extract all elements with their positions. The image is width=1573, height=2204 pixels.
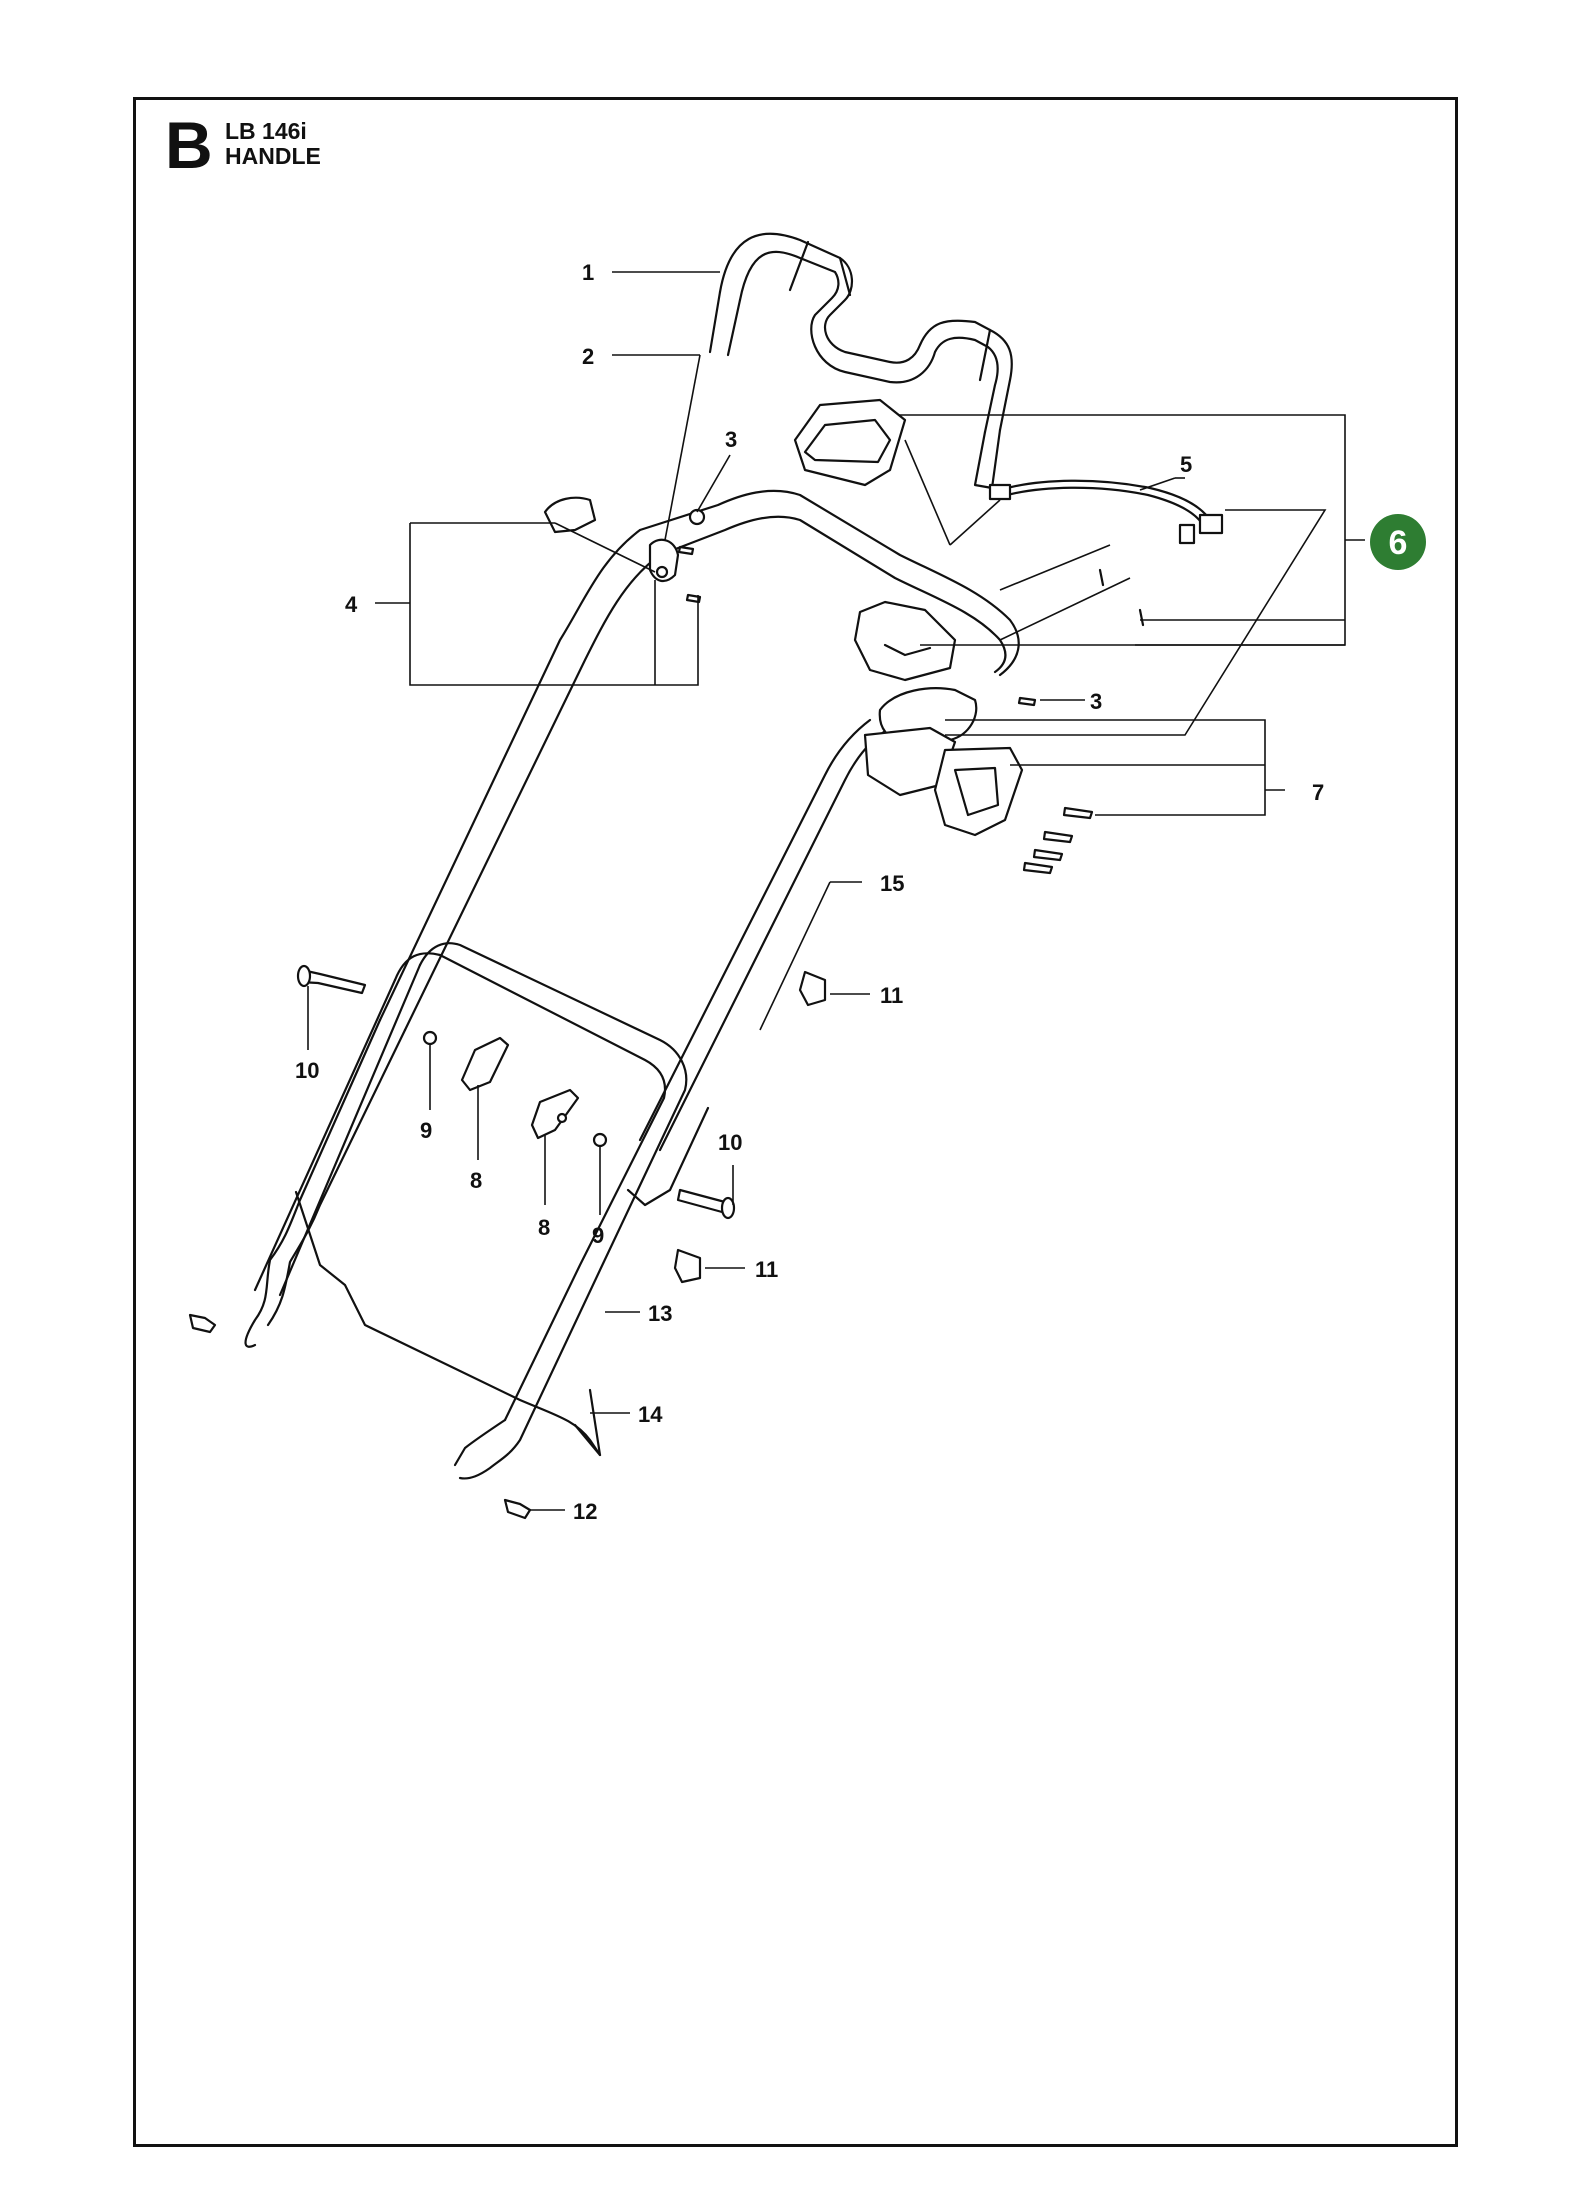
callout-5: 5 <box>1180 452 1192 477</box>
page-frame <box>133 97 1458 2147</box>
bolt-and-screw-parts <box>188 545 1145 1520</box>
callout-14: 14 <box>638 1402 663 1427</box>
clamp-bracket-part <box>543 496 706 583</box>
callout-10-right: 10 <box>718 1130 742 1155</box>
callout-11-upper: 11 <box>880 983 903 1008</box>
control-panel-assembly <box>793 398 957 682</box>
callout-3-upper: 3 <box>725 427 737 452</box>
callout-3-right: 3 <box>1090 689 1102 714</box>
cable-harness-part <box>988 479 1224 545</box>
callout-11-lower: 11 <box>755 1257 778 1282</box>
model-label: LB 146i <box>225 118 307 144</box>
callout-13: 13 <box>648 1301 672 1326</box>
switch-housing-assembly <box>863 687 1024 837</box>
callout-15: 15 <box>880 871 904 896</box>
callout-12: 12 <box>573 1499 597 1524</box>
section-title: HANDLE <box>225 143 321 169</box>
callout-10-left: 10 <box>295 1058 319 1083</box>
callout-8-right: 8 <box>538 1215 550 1240</box>
callout-9-right: 9 <box>592 1223 604 1248</box>
callout-1: 1 <box>582 260 594 285</box>
upper-grip-part <box>708 232 1013 490</box>
callout-4: 4 <box>345 592 358 617</box>
callout-7: 7 <box>1312 780 1324 805</box>
section-letter: B <box>165 108 213 182</box>
cable-clip-part <box>673 970 827 1284</box>
callout-8-left: 8 <box>470 1168 482 1193</box>
callout-2: 2 <box>582 344 594 369</box>
part-6-badge: 6 <box>1370 514 1426 570</box>
callout-9-left: 9 <box>420 1118 432 1143</box>
knob-and-washer-parts <box>422 1030 608 1148</box>
wire-stay-part <box>294 1190 602 1457</box>
badge-label: 6 <box>1389 524 1408 562</box>
leader-lines <box>307 271 1365 1511</box>
callout-labels: 1 2 3 3 4 5 7 8 8 9 9 10 10 11 11 12 13 … <box>295 260 1324 1524</box>
lower-handle-frame <box>244 942 688 1480</box>
